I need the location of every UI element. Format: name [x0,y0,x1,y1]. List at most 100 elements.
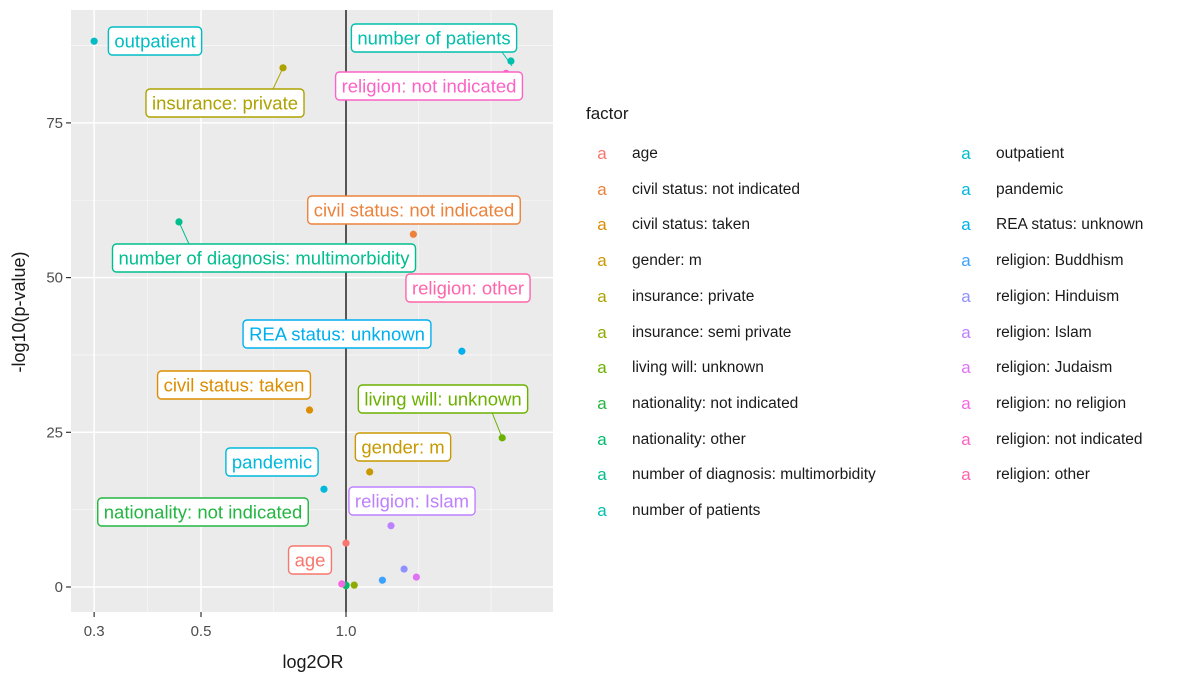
label-box [354,432,452,462]
x-tick-label: 0.3 [84,623,105,640]
label-box [111,243,417,273]
label-text: REA status: unknown [249,324,425,345]
x-tick-label: 1.0 [336,623,357,640]
legend-label: religion: not indicated [996,430,1143,448]
point-label: civil status: not indicated [307,195,521,225]
data-point [458,347,466,355]
label-box [307,195,521,225]
label-box [334,71,524,101]
legend-label: religion: Buddhism [996,252,1124,270]
point-label: number of patients [350,23,518,67]
legend-label: civil status: not indicated [632,180,801,198]
label-box [107,26,203,56]
data-point [90,37,98,45]
label-box [405,273,531,303]
legend-item: a gender: m [592,243,702,279]
label-text: nationality: not indicated [104,502,303,523]
y-tick-label: 75 [46,115,63,132]
legend-key-glyph: a [961,322,971,342]
point-label: REA status: unknown [242,319,432,349]
legend-key-glyph: a [597,358,607,378]
legend-label: outpatient [996,145,1065,162]
legend-label: REA status: unknown [996,216,1144,234]
label-box [357,384,529,414]
data-point [305,406,314,414]
legend-title: factor [586,104,629,123]
legend-item: a REA status: unknown [956,207,1143,243]
label-text: civil status: taken [164,375,305,396]
data-point [175,218,183,226]
label-box [145,88,305,118]
data-point [366,468,374,476]
point-label: number of diagnosis: multimorbidity [111,221,417,273]
label-text: civil status: not indicated [314,200,515,221]
point-label: religion: Islam [348,486,476,516]
data-point [342,539,350,547]
label-text: gender: m [361,437,444,458]
legend-key-glyph: a [961,429,971,449]
y-tick-label: 50 [46,270,63,287]
label-text: number of patients [357,28,510,49]
label-box [287,545,333,575]
legend-key-glyph: a [961,393,971,413]
data-point [400,565,408,573]
legend-item: a civil status: not indicated [592,172,800,208]
legend-label: insurance: private [632,287,755,305]
label-box [350,23,518,53]
legend-label: number of diagnosis: multimorbidity [632,466,876,484]
legend-label: insurance: semi private [632,323,792,341]
point-label: religion: not indicated [334,71,524,101]
legend-key-glyph: a [961,215,971,235]
legend-key-glyph: a [597,179,607,199]
y-axis-title: -log10(p-value) [9,251,29,372]
y-tick-label: 0 [55,579,63,596]
y-tick-label: 25 [46,424,63,441]
legend-key-glyph: a [597,465,607,485]
legend-key-glyph: a [961,358,971,378]
legend-key-glyph: a [597,286,607,306]
legend-label: civil status: taken [632,216,751,234]
label-box [97,497,309,527]
label-text: number of diagnosis: multimorbidity [119,248,411,269]
label-text: religion: other [412,278,524,299]
label-text: age [295,550,326,571]
label-text: religion: Islam [355,491,469,512]
point-label: gender: m [354,432,452,462]
legend-label: religion: no religion [996,394,1127,412]
point-label: insurance: private [145,67,305,118]
data-point [378,576,386,584]
data-point [338,580,346,588]
label-connector [178,221,190,245]
legend-item: a religion: not indicated [956,422,1143,458]
point-label: pandemic [225,447,319,477]
legend-label: age [632,145,658,162]
point-label: living will: unknown [357,384,529,439]
legend-label: religion: Judaism [996,359,1113,377]
legend-item: a number of diagnosis: multimorbidity [592,457,876,493]
legend-key-glyph: a [597,251,607,271]
legend-item: a religion: Judaism [956,350,1112,386]
data-point [412,573,420,581]
legend-label: religion: Islam [996,323,1092,341]
label-box [225,447,319,477]
label-text: religion: not indicated [342,76,517,97]
point-labels: age civil status: not indicated civil stat… [97,23,531,575]
point-label: age [287,545,333,575]
legend-label: gender: m [632,252,702,270]
point-label: nationality: not indicated [97,497,309,527]
legend-item: a religion: Islam [956,315,1092,351]
label-text: insurance: private [152,93,298,114]
point-label: civil status: taken [156,370,312,400]
data-points [90,37,515,590]
data-point [320,485,328,493]
label-box [348,486,476,516]
